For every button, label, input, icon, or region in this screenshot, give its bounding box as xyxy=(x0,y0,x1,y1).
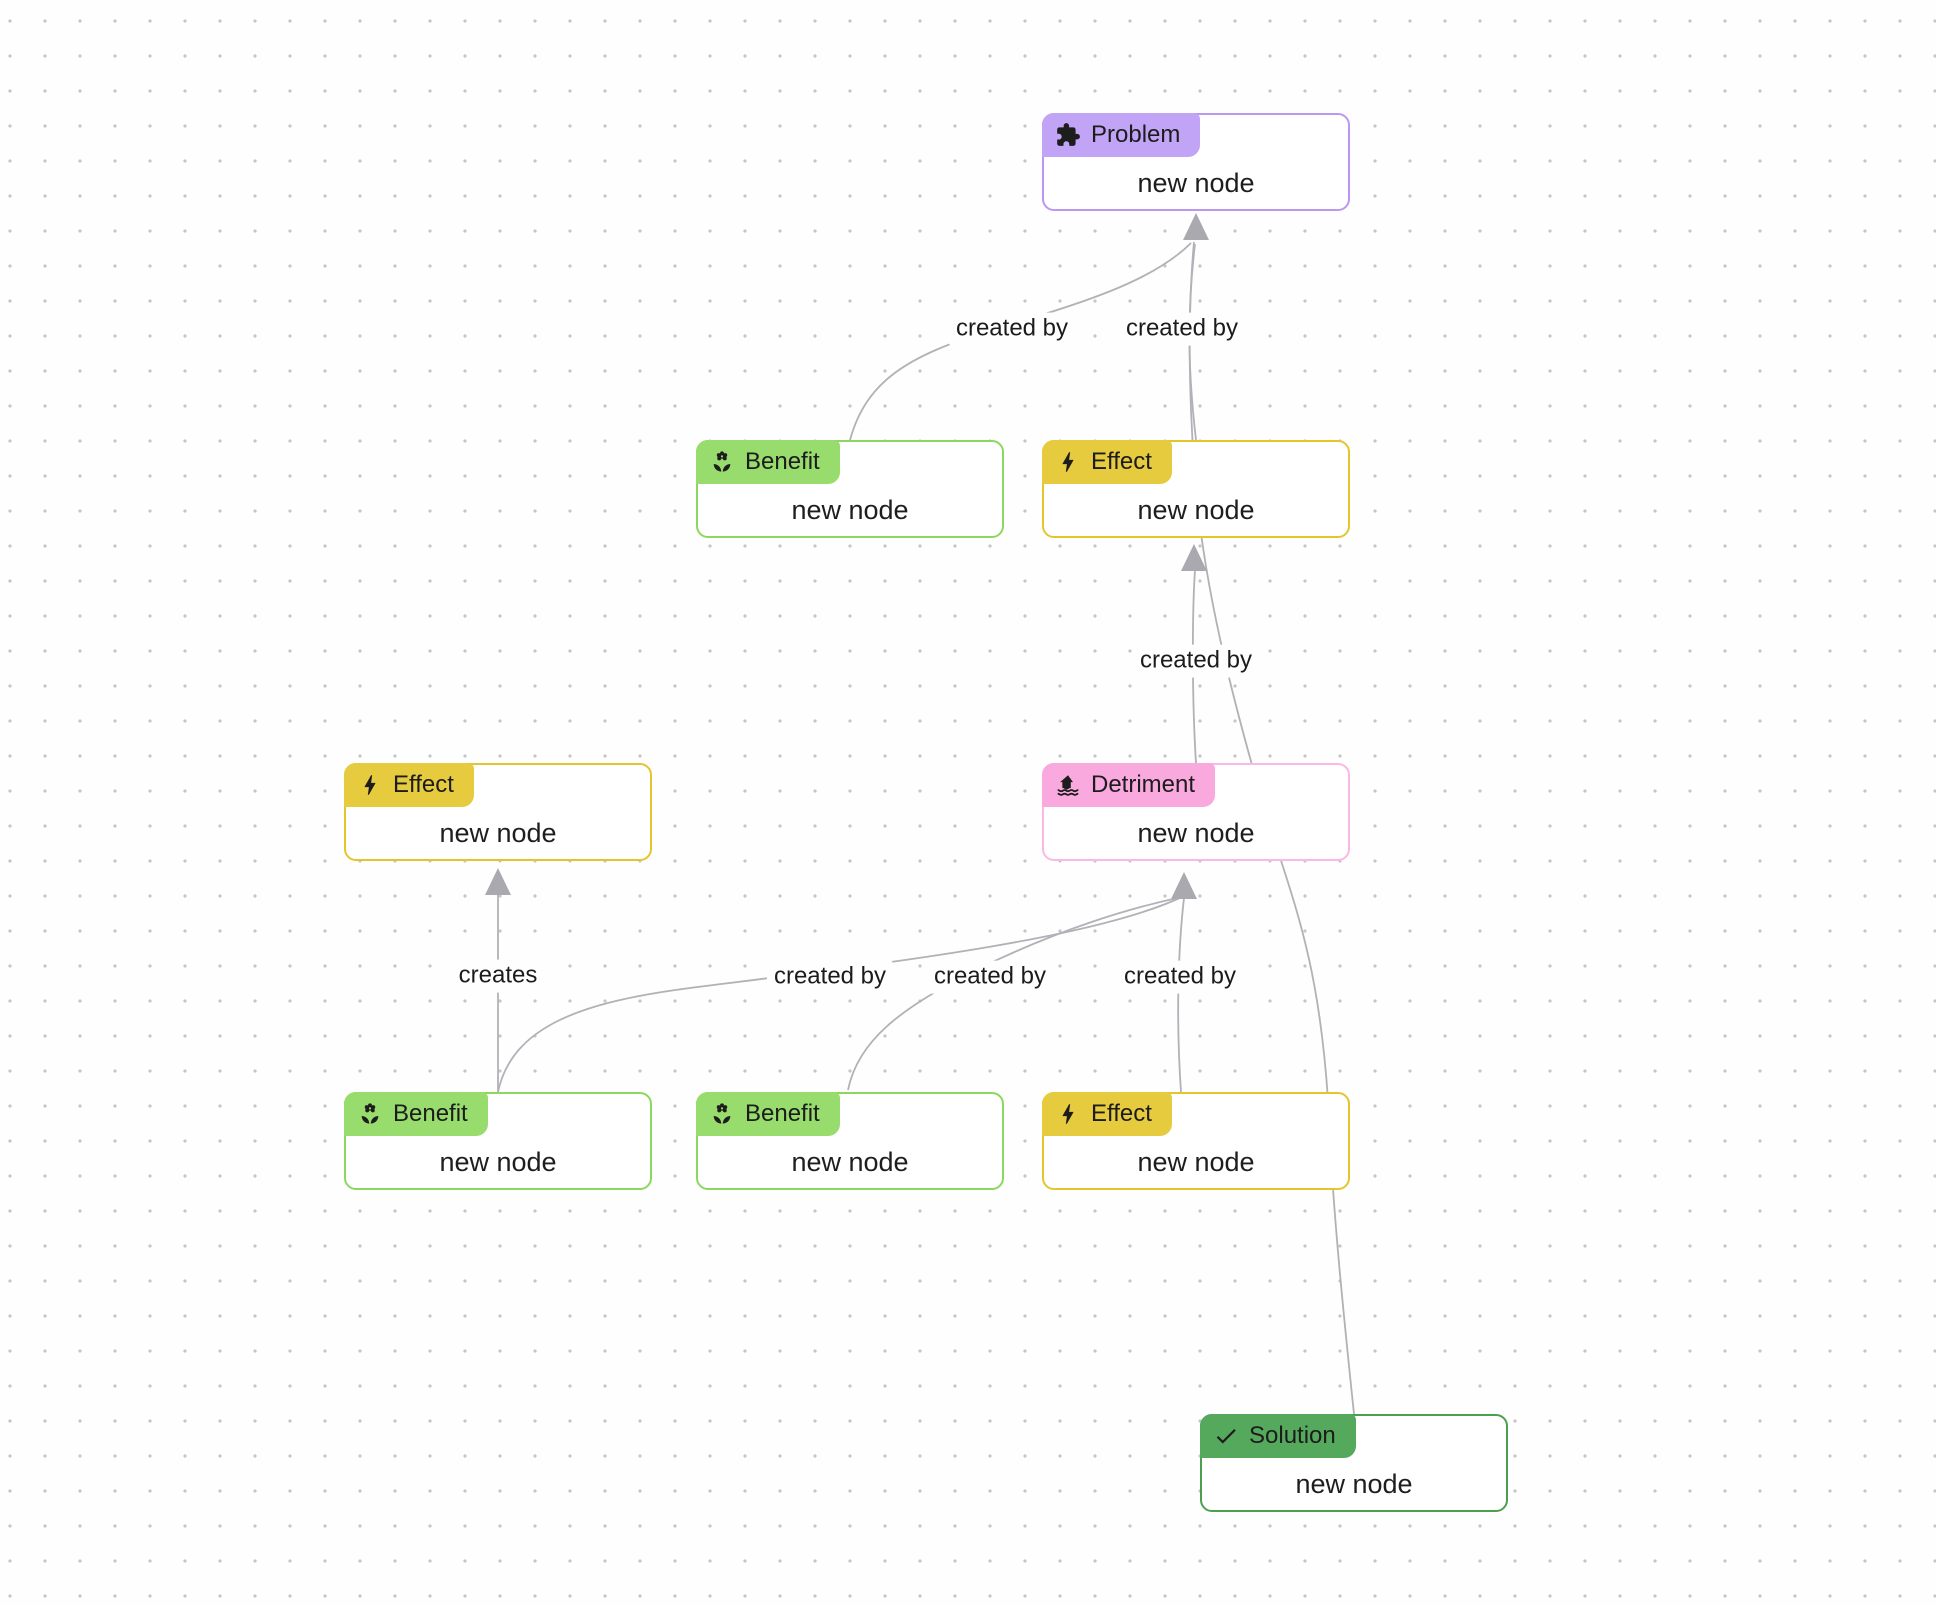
node-type-badge: Solution xyxy=(1200,1414,1356,1458)
node-type-label: Benefit xyxy=(745,448,820,475)
puzzle-icon xyxy=(1057,123,1080,146)
node-title: new node xyxy=(1137,1147,1255,1177)
bolt-icon xyxy=(364,775,376,795)
flood-icon xyxy=(1057,775,1079,796)
node-detriment[interactable]: Detriment new node xyxy=(1042,763,1350,861)
bolt-icon xyxy=(1062,1104,1074,1124)
edge-label: created by xyxy=(1116,960,1244,994)
node-effect-left[interactable]: Effect new node xyxy=(344,763,652,861)
node-benefit-mid[interactable]: Benefit new node xyxy=(696,440,1004,538)
node-type-badge: Effect xyxy=(1042,440,1172,484)
flower-icon xyxy=(713,1103,731,1124)
edge-benefit-bl-to-detriment[interactable] xyxy=(497,896,1183,1093)
edge-label: created by xyxy=(926,960,1054,994)
node-type-label: Detriment xyxy=(1091,771,1196,798)
node-benefit-bottom-mid[interactable]: Benefit new node xyxy=(696,1092,1004,1190)
node-problem[interactable]: Problem new node xyxy=(1042,113,1350,211)
arrowhead-problem xyxy=(1183,213,1209,240)
node-type-label: Benefit xyxy=(393,1100,468,1127)
node-type-label: Effect xyxy=(393,771,454,798)
node-type-label: Effect xyxy=(1091,1100,1152,1127)
node-effect-bottom[interactable]: Effect new node xyxy=(1042,1092,1350,1190)
node-solution[interactable]: Solution new node xyxy=(1200,1414,1508,1512)
edge-label: created by xyxy=(1118,312,1246,346)
edge-label: creates xyxy=(451,959,545,993)
node-title: new node xyxy=(791,1147,909,1177)
edge-label: created by xyxy=(766,960,894,994)
arrowhead-effect-left xyxy=(485,868,511,895)
node-title: new node xyxy=(1137,168,1255,198)
node-type-badge: Benefit xyxy=(696,1092,840,1136)
bolt-icon xyxy=(1062,452,1074,472)
node-type-badge: Benefit xyxy=(344,1092,488,1136)
flower-icon xyxy=(713,451,731,472)
node-type-badge: Problem xyxy=(1042,113,1201,157)
node-type-label: Benefit xyxy=(745,1100,820,1127)
flower-icon xyxy=(361,1103,379,1124)
arrowhead-effect-mid xyxy=(1181,544,1207,571)
node-type-label: Solution xyxy=(1249,1422,1336,1449)
node-type-badge: Effect xyxy=(344,763,474,807)
node-title: new node xyxy=(791,495,909,525)
node-type-label: Problem xyxy=(1091,121,1181,148)
edge-label: created by xyxy=(948,312,1076,346)
node-title: new node xyxy=(1137,495,1255,525)
check-icon xyxy=(1216,1429,1236,1444)
node-type-label: Effect xyxy=(1091,448,1152,475)
node-title: new node xyxy=(1295,1469,1413,1499)
node-type-badge: Benefit xyxy=(696,440,840,484)
node-title: new node xyxy=(1137,818,1255,848)
node-effect-mid[interactable]: Effect new node xyxy=(1042,440,1350,538)
node-type-badge: Detriment xyxy=(1042,763,1216,807)
node-type-badge: Effect xyxy=(1042,1092,1172,1136)
edge-effect-b-to-detriment[interactable] xyxy=(1177,897,1185,1093)
edge-benefit-bm-to-detriment[interactable] xyxy=(847,896,1183,1091)
arrowhead-detriment xyxy=(1171,872,1197,899)
node-title: new node xyxy=(439,818,557,848)
node-benefit-bottom-left[interactable]: Benefit new node xyxy=(344,1092,652,1190)
edge-label: created by xyxy=(1132,644,1260,678)
node-title: new node xyxy=(439,1147,557,1177)
